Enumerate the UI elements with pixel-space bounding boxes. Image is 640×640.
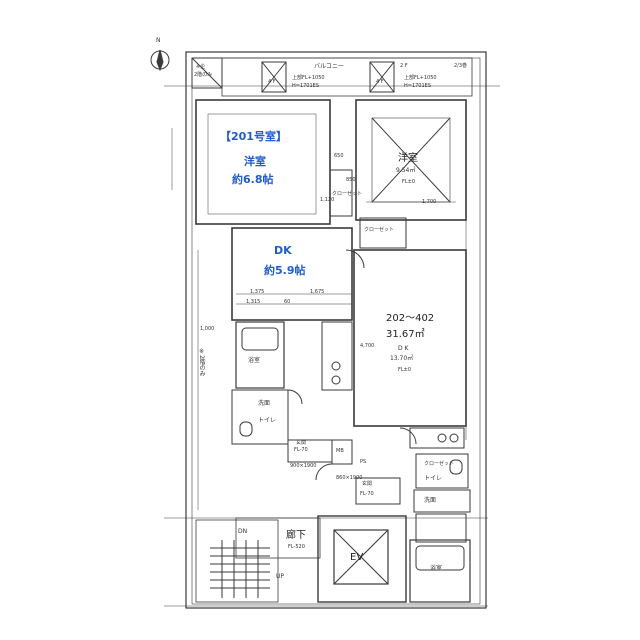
top-left-note-2: 2階のみ xyxy=(194,72,213,78)
top-module-right xyxy=(369,61,395,93)
compass xyxy=(150,49,170,72)
floor-label-mid: 4 F xyxy=(376,79,384,85)
ev-label: EV xyxy=(350,552,364,563)
unit202-entrance-label: 玄関 xyxy=(362,481,373,487)
fl-note-b2: H=1701ES xyxy=(404,83,432,89)
unit201-entrance-fl: FL-70 xyxy=(294,447,308,453)
unit201-entrance-label: 玄関 xyxy=(296,440,307,446)
top-left-note-1: ※企 xyxy=(196,64,206,70)
unit201-kitchen xyxy=(321,321,353,391)
dim-1315: 1,315 xyxy=(246,299,261,305)
fl-note-a2: H=1701ES xyxy=(292,83,320,89)
dim-650: 650 xyxy=(334,153,344,159)
corridor-fl: FL-520 xyxy=(288,544,305,550)
unit202-bath-label: 浴室 xyxy=(430,565,443,572)
unit201-washing-label: 洗面 xyxy=(258,400,271,407)
unit202-dk-name: D K xyxy=(398,345,409,352)
unit201-toilet-label: トイレ xyxy=(258,417,277,424)
unit202-toilet-bowl xyxy=(449,459,463,475)
ps-label: PS xyxy=(360,459,367,465)
dim-1700: 1,700 xyxy=(422,199,437,205)
mb-label: MB xyxy=(336,448,344,454)
closet-unit202 xyxy=(359,217,407,249)
unit202-washing-label: 洗面 xyxy=(424,497,437,504)
closet-label-3: クローゼット xyxy=(424,461,455,467)
unit202-washroom xyxy=(413,489,471,513)
stairs xyxy=(195,519,279,603)
unit202-western-name: 洋室 xyxy=(398,153,418,164)
unit202-laundry xyxy=(415,513,467,543)
floor-label-left: 4 F xyxy=(268,79,276,85)
balcony-label: バルコニー xyxy=(314,63,344,70)
up-label: UP xyxy=(276,573,285,580)
unit201-western-room xyxy=(195,99,331,225)
unit201-toilet-bowl xyxy=(239,421,253,437)
top-module-left xyxy=(261,61,287,93)
unit201-dk xyxy=(231,227,353,321)
dn-label: DN xyxy=(238,528,248,535)
unit202-toilet-label: トイレ xyxy=(424,475,443,482)
dim-1000: 1,000 xyxy=(200,326,215,332)
unit202-dk-fl: FL±0 xyxy=(398,367,412,373)
north-label: N xyxy=(156,37,161,44)
dim-60: 60 xyxy=(284,299,291,305)
dim-1675: 1,675 xyxy=(310,289,325,295)
dim-850: 850 xyxy=(346,177,356,183)
unit201-washroom xyxy=(231,389,289,445)
left-vertical-note: ※2階のみ xyxy=(198,348,205,377)
dim-4700: 4,700 xyxy=(360,343,375,349)
closet-unit201 xyxy=(329,169,353,217)
unit202-entrance xyxy=(355,477,401,505)
unit202-western-fl: FL±0 xyxy=(402,179,416,185)
unit201-bath xyxy=(235,321,285,389)
unit201-western-size: 約6.8帖 xyxy=(232,173,274,186)
unit202-western-area: 9.54㎡ xyxy=(396,167,416,174)
unit202-kitchen xyxy=(409,427,465,449)
unit202-bath xyxy=(409,539,471,603)
unit201-title: 【201号室】 xyxy=(220,130,287,143)
sheet-ref: 2/3巻 xyxy=(454,63,468,69)
unit201-western-room-inner xyxy=(207,113,317,215)
elevator-car xyxy=(333,529,389,585)
unit202-total-area: 31.67㎡ xyxy=(386,329,425,340)
dim-1120: 1,120 xyxy=(320,197,335,203)
closet-label-2: クローゼット xyxy=(364,227,395,233)
unit201-dk-name: DK xyxy=(274,244,292,257)
unit201-western-name: 洋室 xyxy=(244,155,266,168)
unit202-entrance-fl: FL-70 xyxy=(360,491,374,497)
corridor-label: 廊下 xyxy=(286,530,306,541)
fl-note-b1: 上部FL+1050 xyxy=(404,75,437,81)
unit202-range: 202～402 xyxy=(386,313,435,324)
unit202-toilet-area xyxy=(415,453,469,489)
dim-860x1900: 860×1900 xyxy=(336,475,363,481)
mb-box xyxy=(331,439,353,465)
closet-label-1: クローゼット xyxy=(332,191,363,197)
floor-label-right: 2 F xyxy=(400,63,408,69)
unit202-dk-area: 13.70㎡ xyxy=(390,355,414,362)
elevator-shaft xyxy=(317,515,407,603)
unit201-dk-size: 約5.9帖 xyxy=(264,264,306,277)
top-left-box xyxy=(191,57,223,89)
dim-900x1900: 900×1900 xyxy=(290,463,317,469)
fl-note-a1: 上部FL+1050 xyxy=(292,75,325,81)
dim-1375: 1,375 xyxy=(250,289,265,295)
unit201-bath-label: 浴室 xyxy=(248,357,261,364)
